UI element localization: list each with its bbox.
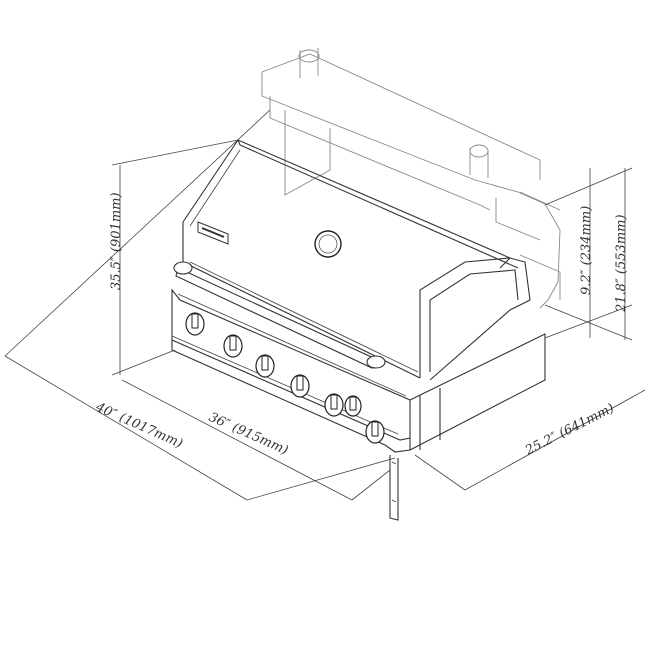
thermometer-gauge-icon [314,230,342,258]
control-knob-icon [290,374,310,398]
dimension-lines [4,109,646,501]
front-bracket [389,455,399,521]
control-knob-icon [365,420,385,444]
dim-side-height-small: 9.2″ (234mm) [579,206,594,295]
control-knobs [185,312,385,444]
dim-total-width: 40″ (1017mm) [92,400,184,452]
hood-handle [173,261,386,369]
control-knob-icon [255,354,275,378]
dim-side-height-large: 21.8″ (553mm) [614,214,629,313]
dim-depth: 25.2″ (641mm) [522,401,617,459]
control-knob-icon [344,395,362,417]
control-knob-icon [324,393,344,417]
control-knob-icon [223,334,243,358]
dim-total-height: 35.5″ (901mm) [109,192,124,290]
brand-badge-icon [197,221,229,245]
open-hood-outline [261,48,561,309]
closed-hood [182,139,531,381]
dim-body-width: 36″ (915mm) [206,410,290,458]
control-knob-icon [185,312,205,336]
